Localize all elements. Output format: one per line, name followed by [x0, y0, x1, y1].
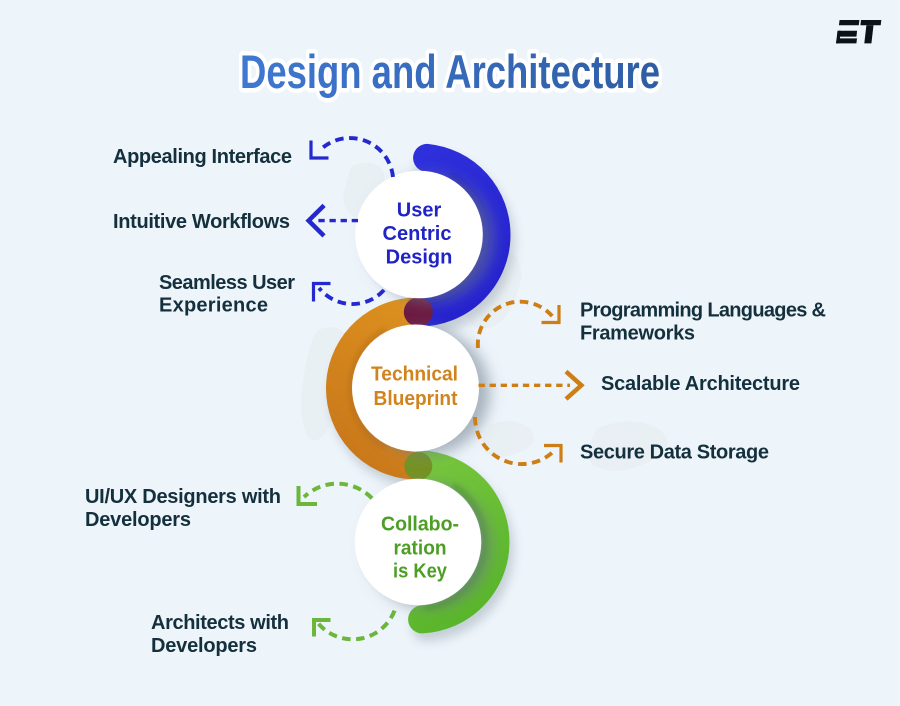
- svg-text:UI/UX Designers with: UI/UX Designers with: [85, 486, 281, 508]
- svg-text:Design and Architecture: Design and Architecture: [240, 45, 660, 98]
- svg-text:Design: Design: [386, 247, 453, 269]
- svg-text:Seamless User: Seamless User: [159, 272, 295, 294]
- svg-text:Intuitive Workflows: Intuitive Workflows: [113, 211, 290, 233]
- svg-text:ration: ration: [394, 538, 447, 560]
- svg-text:Architects with: Architects with: [151, 612, 289, 634]
- svg-text:Centric: Centric: [383, 223, 452, 245]
- svg-text:User: User: [397, 200, 442, 222]
- svg-text:Scalable Architecture: Scalable Architecture: [601, 373, 800, 395]
- svg-text:Collabo-: Collabo-: [381, 514, 459, 536]
- svg-text:Developers: Developers: [151, 635, 257, 657]
- svg-text:Developers: Developers: [85, 509, 191, 531]
- svg-text:Programming Languages &: Programming Languages &: [580, 300, 826, 322]
- svg-text:Appealing Interface: Appealing Interface: [113, 146, 292, 168]
- svg-text:Experience: Experience: [159, 295, 268, 317]
- svg-text:Secure Data Storage: Secure Data Storage: [580, 442, 769, 464]
- svg-text:is Key: is Key: [393, 561, 448, 583]
- svg-text:Technical: Technical: [371, 364, 458, 386]
- svg-text:Blueprint: Blueprint: [374, 388, 458, 410]
- svg-text:Frameworks: Frameworks: [580, 323, 695, 345]
